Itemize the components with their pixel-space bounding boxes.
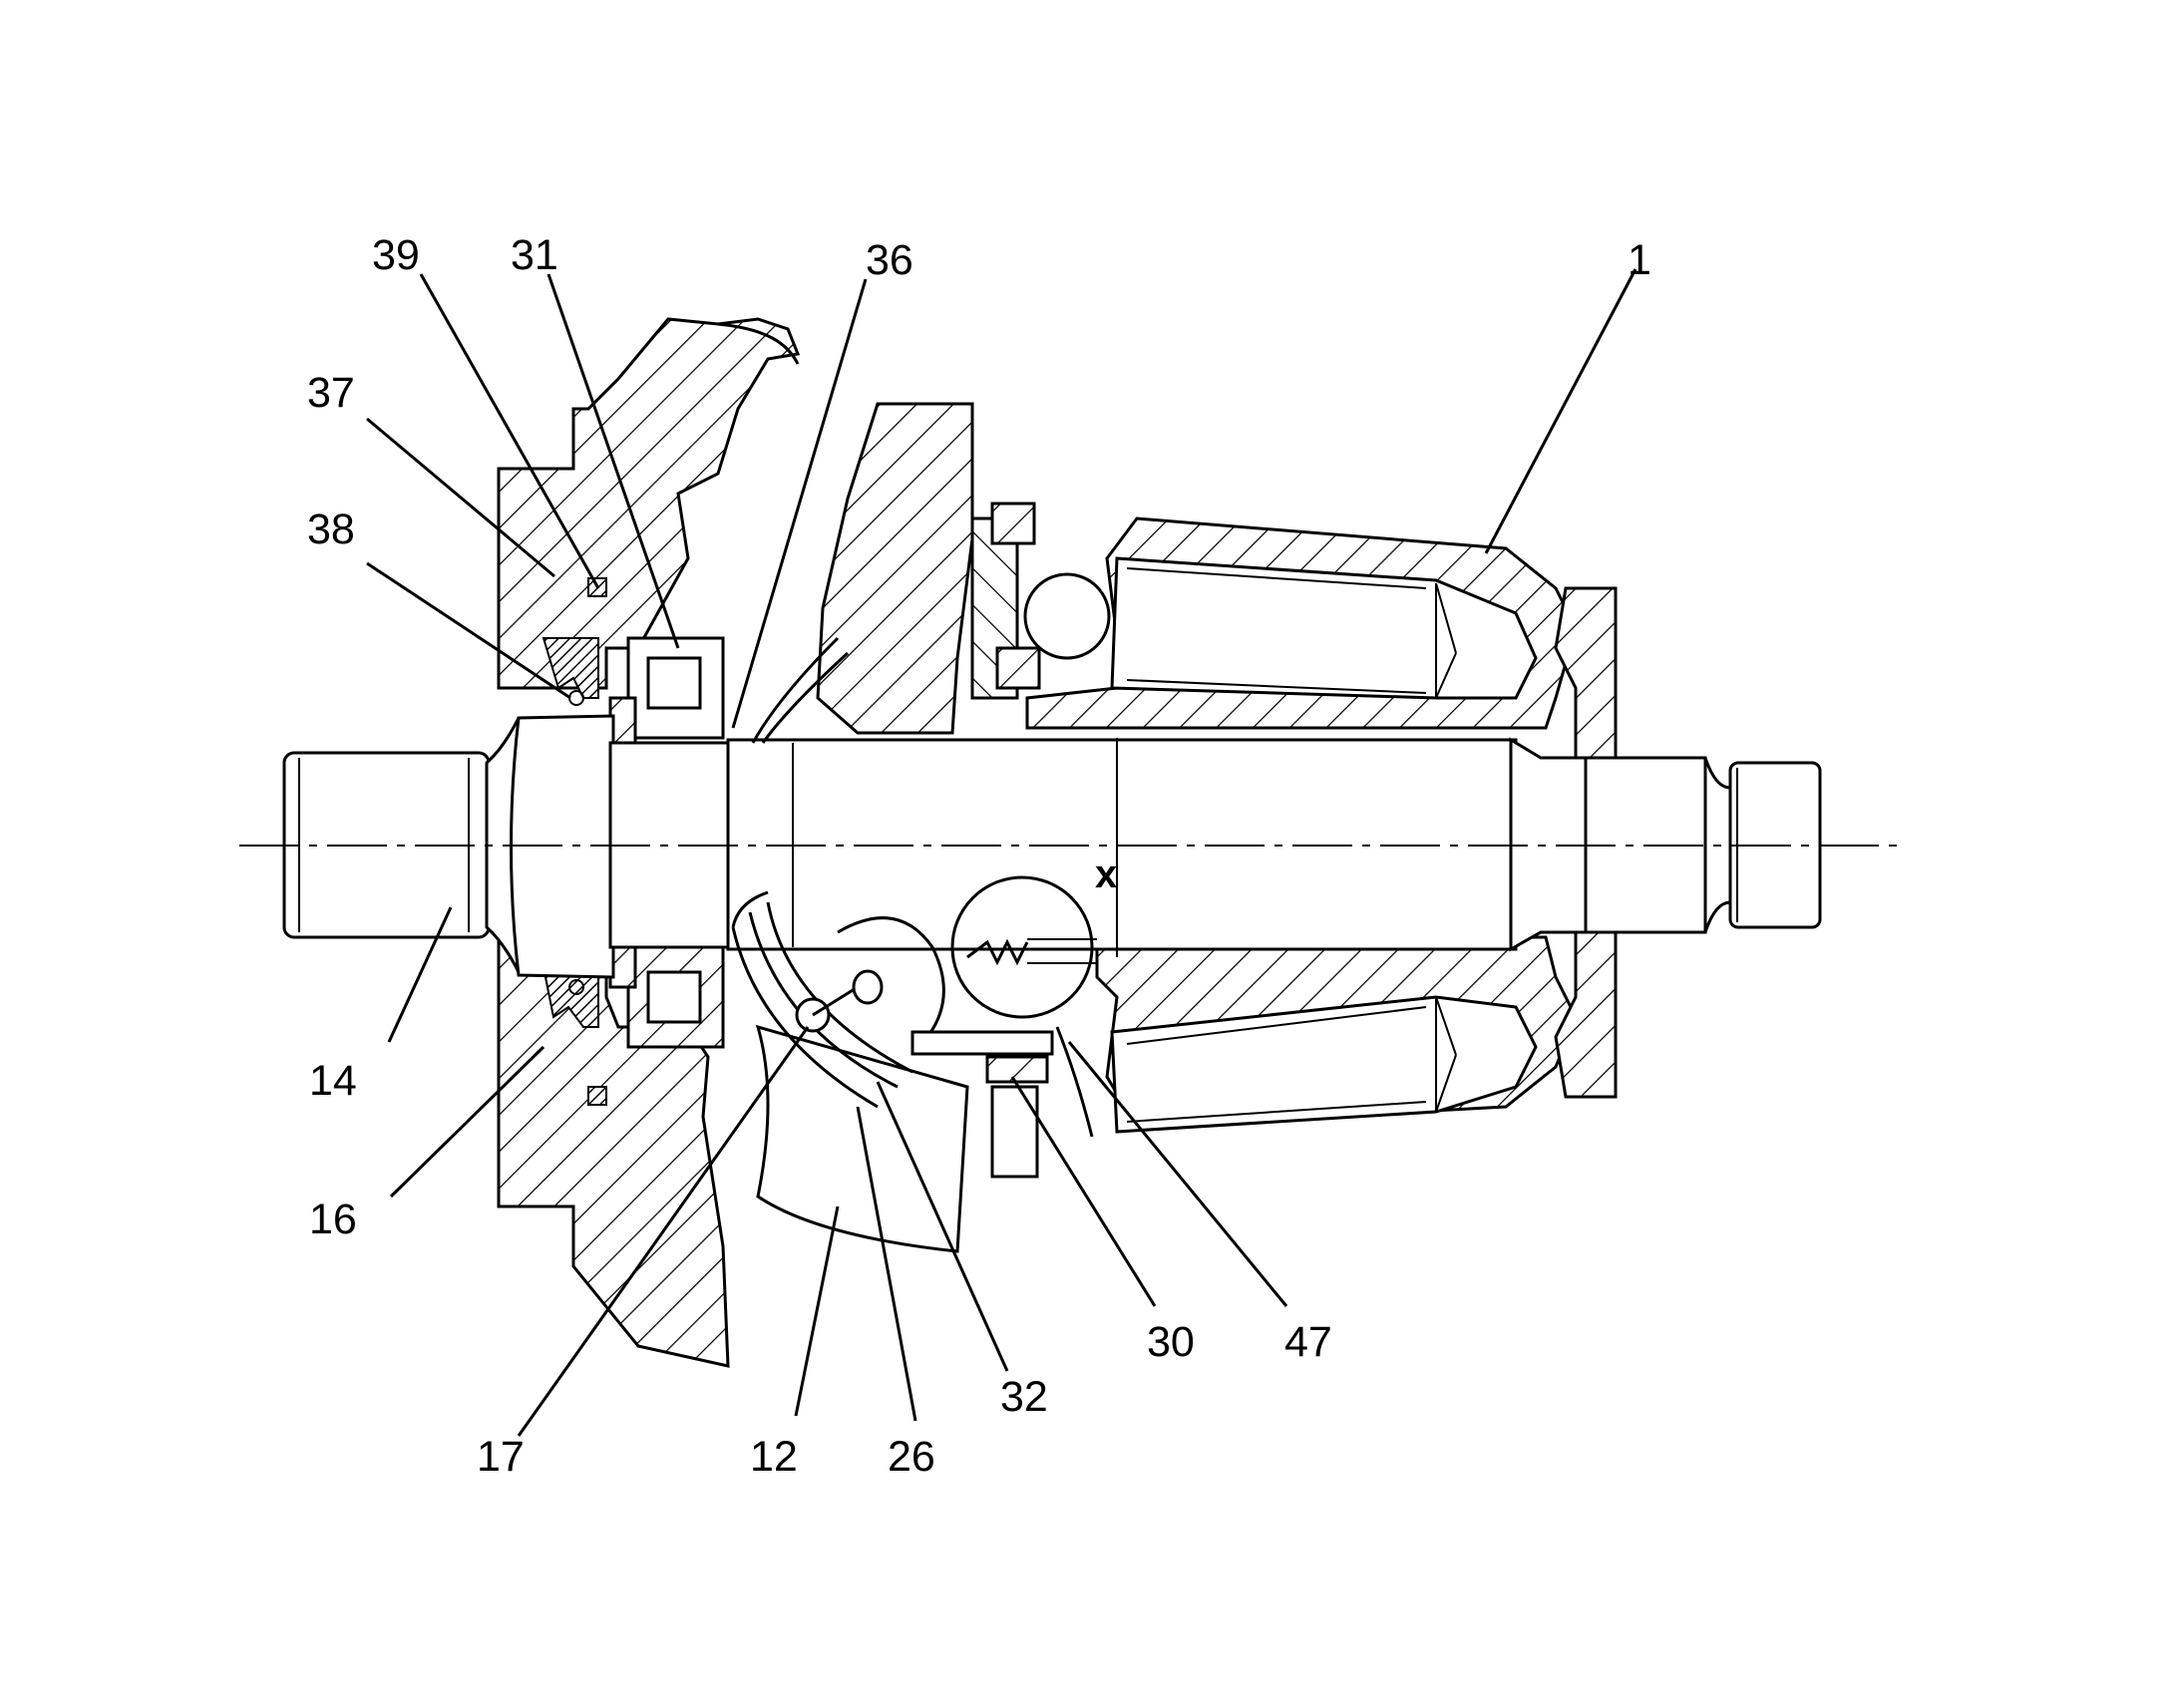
callout-47: 47 [1284, 1318, 1332, 1366]
callout-16: 16 [309, 1196, 357, 1243]
roller-bearing-lower [608, 935, 725, 1049]
callout-labels: 1 39 31 36 37 38 14 16 17 12 26 32 30 47… [307, 231, 1651, 1481]
leader-lines [366, 268, 1637, 1437]
callout-32: 32 [1000, 1373, 1048, 1421]
swashplate-cradle [816, 402, 1041, 735]
detail-marker-x: x [1095, 853, 1117, 896]
callout-1: 1 [1628, 236, 1651, 284]
callout-37: 37 [307, 369, 355, 417]
callout-12: 12 [750, 1433, 798, 1481]
callout-36: 36 [866, 236, 913, 284]
roller-bearing-upper [608, 636, 725, 750]
shaft-seal [542, 577, 607, 1106]
piston-upper [1023, 556, 1538, 700]
callout-38: 38 [307, 506, 355, 553]
adjusting-pin [910, 1026, 1094, 1179]
callout-17: 17 [477, 1433, 525, 1481]
detail-area-x [950, 875, 1097, 1019]
callout-39: 39 [372, 231, 420, 279]
callout-14: 14 [309, 1057, 357, 1105]
callout-26: 26 [888, 1433, 935, 1481]
callout-31: 31 [511, 231, 558, 279]
piston-lower [1110, 995, 1538, 1134]
callout-30: 30 [1147, 1318, 1195, 1366]
